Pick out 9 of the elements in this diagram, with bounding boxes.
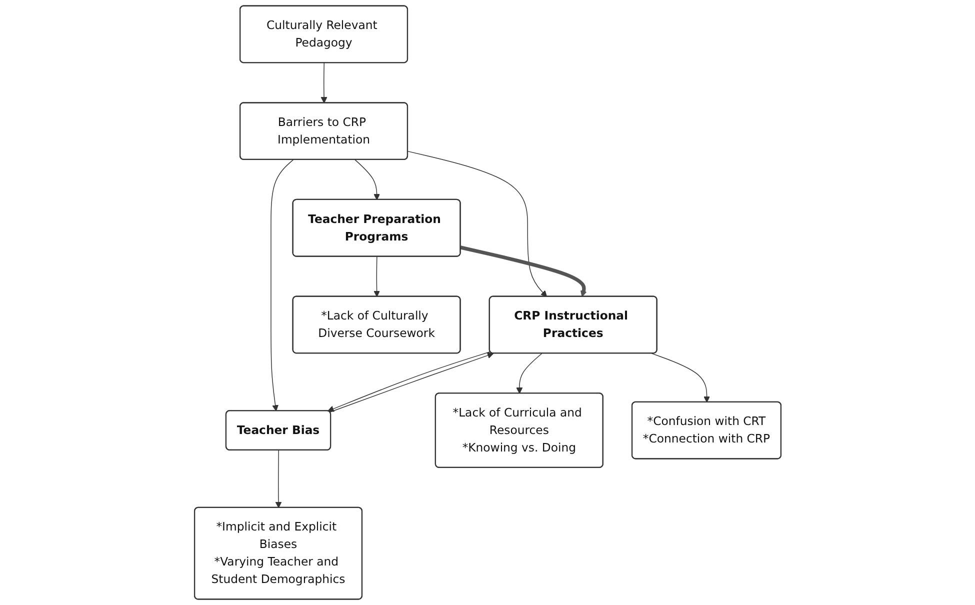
arrow [651, 353, 710, 403]
arrow [516, 353, 542, 394]
arrow [407, 150, 547, 297]
arrow [320, 62, 327, 104]
arrow [354, 159, 380, 200]
arrow [373, 256, 380, 297]
arrow [275, 450, 282, 508]
arrow [460, 246, 586, 297]
arrow [270, 159, 294, 412]
